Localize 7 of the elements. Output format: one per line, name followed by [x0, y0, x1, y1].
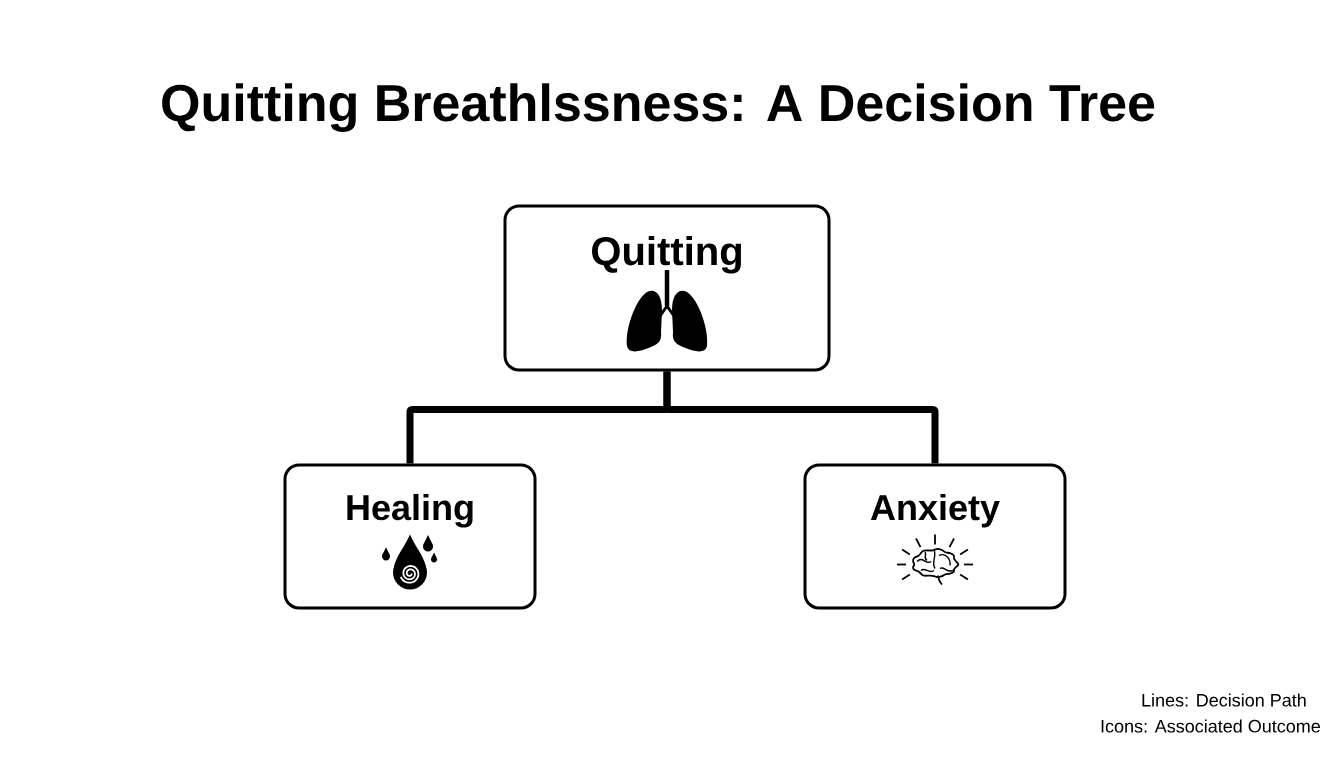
note-text: Icons: Associated Outcome	[1101, 719, 1320, 733]
outcome-box: Anxiety	[803, 463, 1067, 610]
title: Quitting Breathlssness: A Decision Tree	[162, 83, 1155, 132]
connector-line	[663, 371, 939, 464]
outcome-box: Healing	[283, 463, 537, 610]
decision-box: Quitting	[503, 204, 831, 372]
note-text: Lines: Decision Path	[1142, 693, 1306, 707]
